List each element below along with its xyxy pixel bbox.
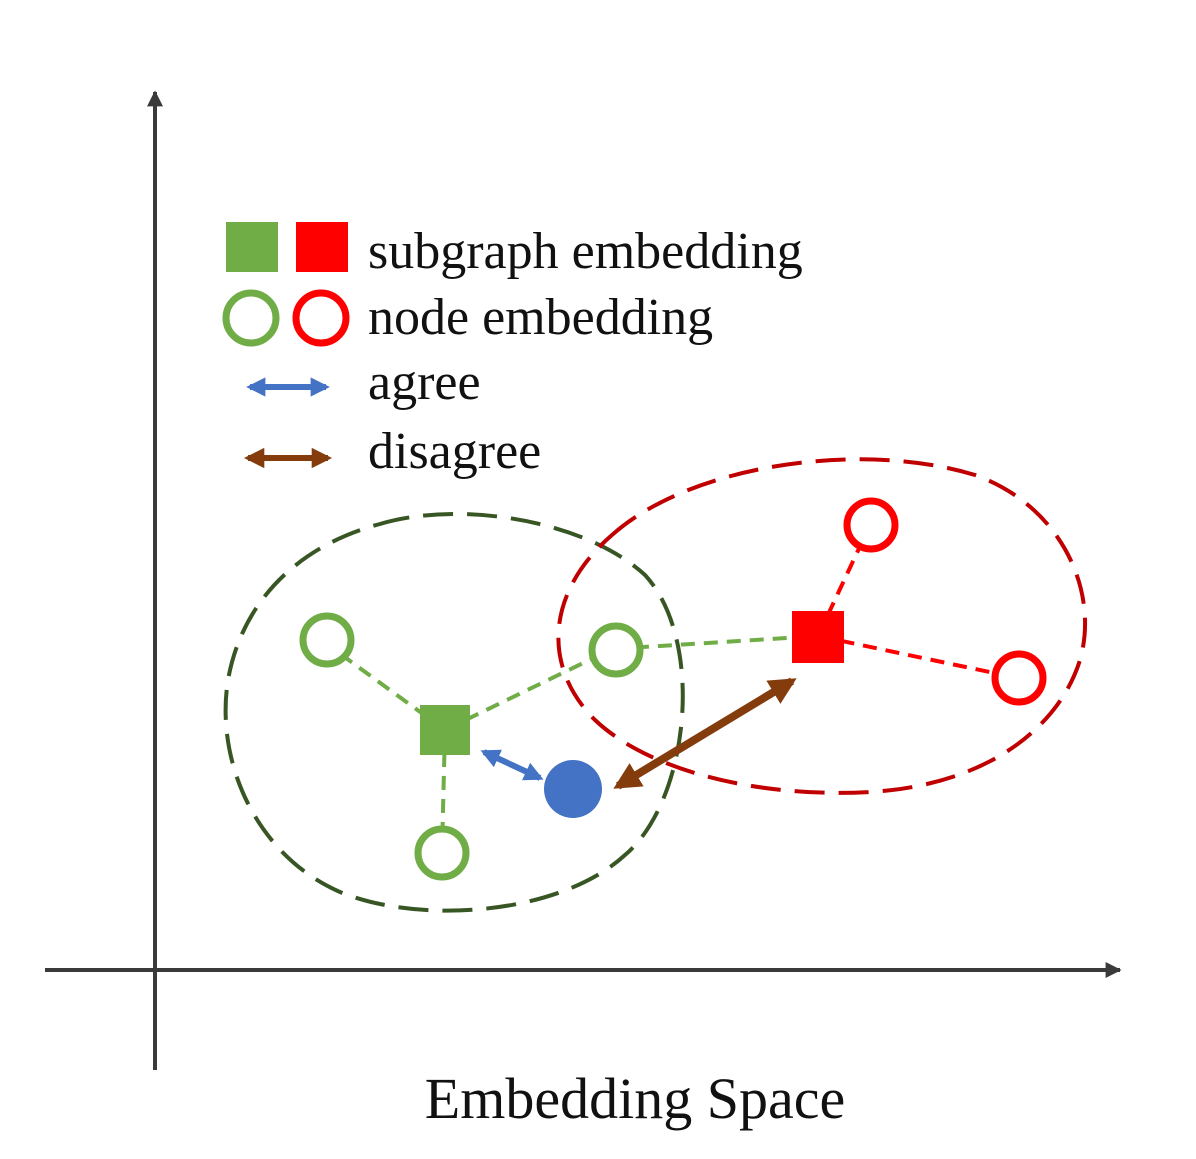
legend-subgraph-label: subgraph embedding <box>368 223 803 280</box>
disagree-arrow <box>613 677 797 790</box>
legend-green-circle-icon <box>222 289 280 347</box>
red-edges <box>816 524 1019 680</box>
legend-node-label: node embedding <box>368 289 713 346</box>
green-node-embedding <box>414 825 470 881</box>
axes <box>45 90 1122 1070</box>
green-edge <box>611 634 819 651</box>
green-edge <box>444 647 613 732</box>
legend: subgraph embedding node embedding agree … <box>222 222 803 480</box>
red-node-embedding <box>843 497 899 553</box>
red-subgraph-embedding <box>792 611 844 663</box>
agree-arrow <box>480 749 544 781</box>
query-node-embedding <box>544 760 602 818</box>
red-edge <box>817 634 1019 680</box>
legend-green-square-icon <box>226 222 278 272</box>
red-cluster-boundary <box>556 457 1088 795</box>
green-subgraph-embedding <box>420 705 470 755</box>
legend-agree-label: agree <box>368 354 481 411</box>
legend-disagree-label: disagree <box>368 423 541 480</box>
green-node-embedding <box>588 622 644 678</box>
red-node-embedding <box>991 650 1047 706</box>
green-node-embedding <box>299 612 355 668</box>
legend-red-square-icon <box>296 222 348 272</box>
legend-red-circle-icon <box>292 289 350 347</box>
red-nodes <box>843 497 1047 706</box>
green-nodes <box>299 612 644 881</box>
caption: Embedding Space <box>425 1066 845 1131</box>
green-cluster-boundary <box>223 511 685 913</box>
